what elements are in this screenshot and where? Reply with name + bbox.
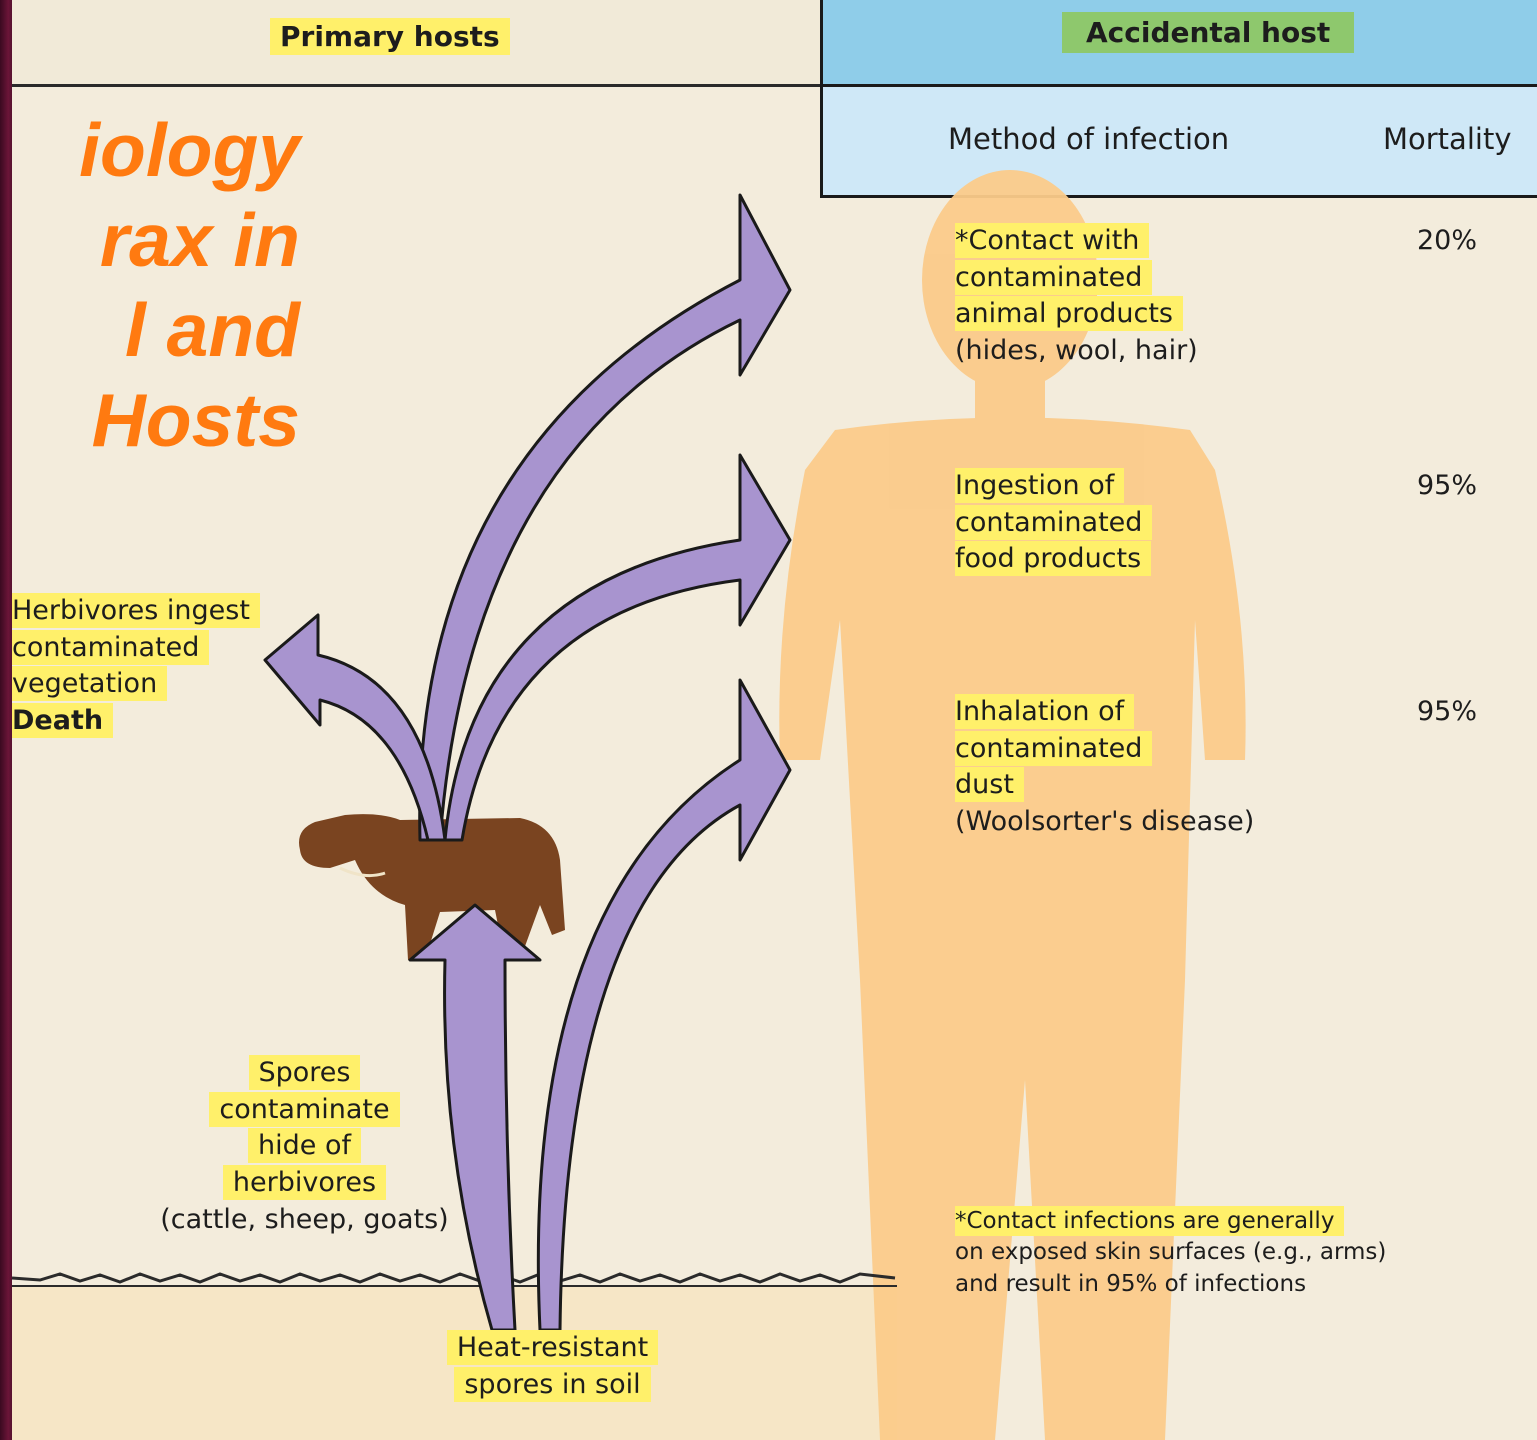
arrow-contact [418, 193, 792, 842]
arrow-herbivores [263, 613, 447, 842]
infection-inhalation: Inhalation of contaminated dust (Woolsor… [955, 694, 1255, 838]
mortality-inhalation: 95% [1417, 696, 1478, 727]
soil-spores-label: Heat-resistant spores in soil [420, 1330, 685, 1403]
infection-contact: *Contact with contaminated animal produc… [955, 223, 1198, 367]
spores-label: Spores contaminate hide of herbivores (c… [160, 1055, 449, 1235]
diagram-panel [12, 0, 1537, 1440]
herbivores-label: Herbivores ingest contaminated vegetatio… [12, 593, 260, 740]
ground-line [11, 1272, 896, 1284]
slide-border [0, 0, 14, 1440]
mortality-contact: 20% [1417, 225, 1478, 256]
death-label: Death [12, 703, 114, 739]
infection-ingestion: Ingestion of contaminated food products [955, 468, 1153, 578]
arrow-inhalation [536, 678, 792, 1332]
columns-header [820, 87, 1537, 198]
mortality-ingestion: 95% [1417, 470, 1478, 501]
primary-hosts-label: Primary hosts [270, 18, 510, 56]
mortality-column-header: Mortality [1383, 122, 1512, 156]
arrow-ingestion [443, 453, 792, 842]
slide-title-fragment: iology rax in l and Hosts [79, 108, 300, 462]
method-column-header: Method of infection [948, 122, 1230, 156]
accidental-host-label: Accidental host [1062, 12, 1355, 53]
arrow-soil-to-cow [408, 903, 542, 1332]
transmission-arrows [263, 193, 792, 1332]
footnote: *Contact infections are generally on exp… [955, 1206, 1387, 1297]
